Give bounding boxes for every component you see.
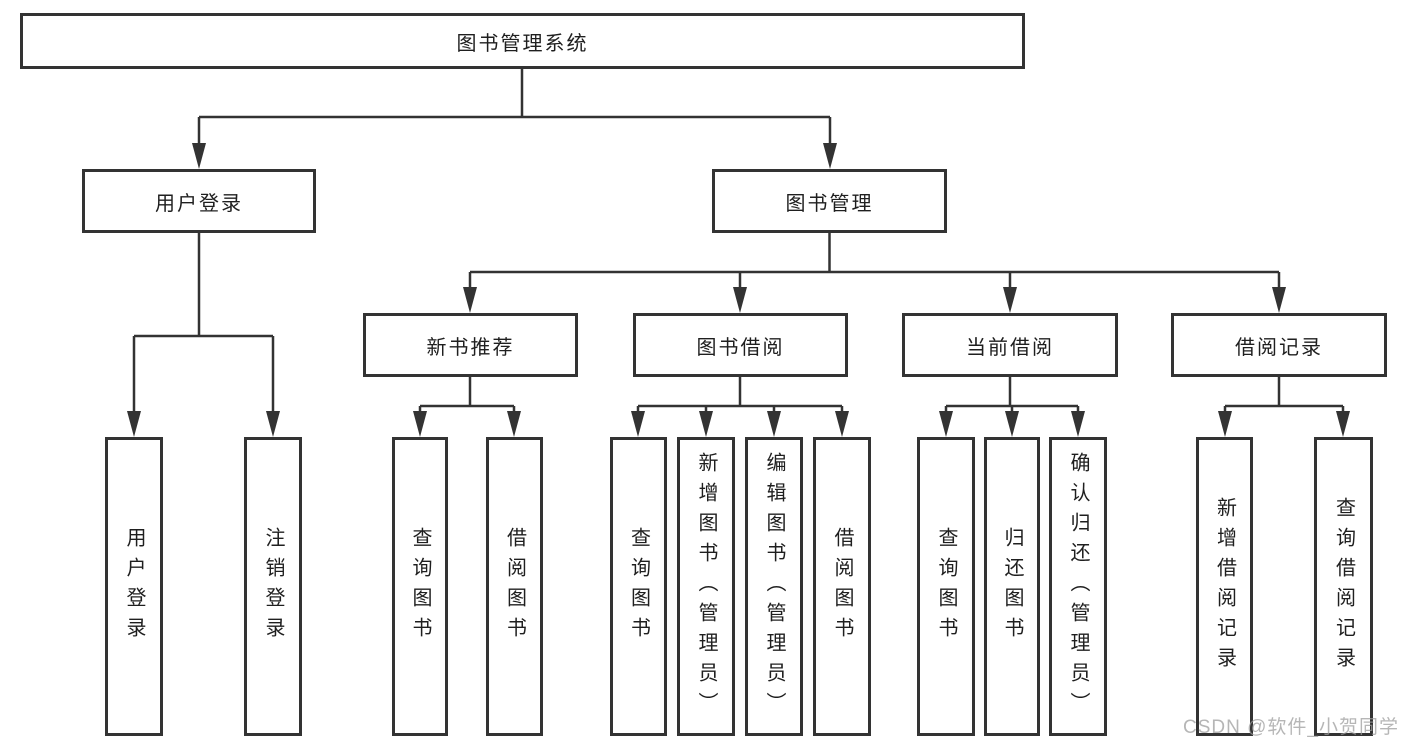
node-label: 图书借阅 bbox=[696, 336, 785, 359]
arrowhead bbox=[699, 411, 713, 437]
node-borrowing-records: 借阅记录 bbox=[1171, 313, 1387, 377]
leaf-add-books-admin: 新增图书（管理员） bbox=[677, 437, 735, 736]
edge-current-split bbox=[944, 377, 1080, 413]
arrowhead bbox=[1272, 287, 1286, 313]
arrowhead bbox=[266, 411, 280, 437]
edge-root-split bbox=[197, 69, 832, 145]
arrowhead bbox=[127, 411, 141, 437]
arrowhead bbox=[507, 411, 521, 437]
arrowhead bbox=[1005, 411, 1019, 437]
arrowhead bbox=[1218, 411, 1232, 437]
node-user-login: 用户登录 bbox=[82, 169, 316, 233]
arrowhead bbox=[413, 411, 427, 437]
node-label: 借阅图书 bbox=[831, 526, 853, 647]
arrowhead bbox=[939, 411, 953, 437]
node-label: 查询借阅记录 bbox=[1332, 496, 1355, 677]
edge-borrowing-split bbox=[636, 377, 844, 413]
leaf-query-books-borrow: 查询图书 bbox=[610, 437, 667, 736]
arrowhead bbox=[463, 287, 477, 313]
leaf-borrow-books-recommend: 借阅图书 bbox=[486, 437, 543, 736]
arrowhead bbox=[767, 411, 781, 437]
arrowhead bbox=[835, 411, 849, 437]
leaf-borrow-books: 借阅图书 bbox=[813, 437, 871, 736]
node-library-management-system: 图书管理系统 bbox=[20, 13, 1025, 69]
node-label: 确认归还（管理员） bbox=[1067, 451, 1089, 722]
node-label: 借阅记录 bbox=[1235, 336, 1323, 359]
arrowhead bbox=[192, 143, 206, 169]
edge-recommend-split bbox=[418, 377, 516, 413]
leaf-query-books-current: 查询图书 bbox=[917, 437, 975, 736]
csdn-watermark: CSDN @软件_小贺同学 bbox=[1183, 717, 1399, 738]
leaf-logout: 注销登录 bbox=[244, 437, 302, 736]
edge-records-split bbox=[1223, 377, 1345, 413]
leaf-confirm-return-admin: 确认归还（管理员） bbox=[1049, 437, 1107, 736]
arrowhead bbox=[1071, 411, 1085, 437]
arrowheads bbox=[127, 143, 1350, 437]
arrowhead bbox=[823, 143, 837, 169]
node-new-book-recommendation: 新书推荐 bbox=[363, 313, 578, 377]
node-label: 查询图书 bbox=[627, 526, 650, 647]
node-label: 新增借阅记录 bbox=[1213, 496, 1236, 677]
leaf-query-borrow-record: 查询借阅记录 bbox=[1314, 437, 1373, 736]
node-label: 查询图书 bbox=[935, 526, 957, 647]
node-label: 新书推荐 bbox=[426, 336, 515, 359]
edge-book-management-split bbox=[468, 233, 1281, 289]
leaf-query-books-recommend: 查询图书 bbox=[392, 437, 448, 736]
node-current-borrowing: 当前借阅 bbox=[902, 313, 1118, 377]
node-label: 查询图书 bbox=[409, 526, 431, 647]
edge-user-login-split bbox=[132, 233, 275, 413]
leaf-return-books: 归还图书 bbox=[984, 437, 1040, 736]
node-label: 借阅图书 bbox=[503, 526, 526, 647]
leaf-add-borrow-record: 新增借阅记录 bbox=[1196, 437, 1253, 736]
arrowhead bbox=[1003, 287, 1017, 313]
node-label: 用户登录 bbox=[123, 526, 145, 647]
node-label: 当前借阅 bbox=[966, 336, 1054, 359]
node-book-borrowing: 图书借阅 bbox=[633, 313, 848, 377]
arrowhead bbox=[631, 411, 645, 437]
node-label: 用户登录 bbox=[155, 192, 243, 215]
arrowhead bbox=[1336, 411, 1350, 437]
leaf-user-login: 用户登录 bbox=[105, 437, 163, 736]
node-label: 图书管理 bbox=[785, 192, 874, 215]
tree-edges bbox=[132, 69, 1345, 413]
node-label: 编辑图书（管理员） bbox=[763, 451, 785, 722]
node-label: 图书管理系统 bbox=[456, 32, 589, 55]
node-label: 新增图书（管理员） bbox=[695, 451, 717, 722]
arrowhead bbox=[733, 287, 747, 313]
node-label: 归还图书 bbox=[1001, 526, 1023, 647]
node-label: 注销登录 bbox=[262, 526, 284, 647]
leaf-edit-books-admin: 编辑图书（管理员） bbox=[745, 437, 803, 736]
node-book-management: 图书管理 bbox=[712, 169, 947, 233]
